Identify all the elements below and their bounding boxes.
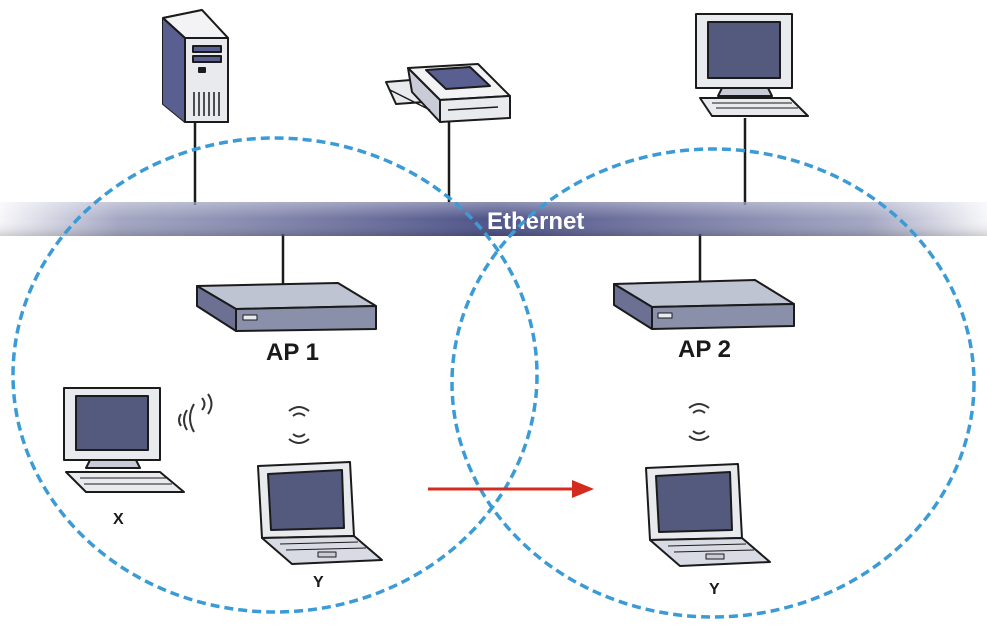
- network-desktop-icon: [695, 13, 809, 117]
- desktop-x-icon: [63, 387, 185, 493]
- laptop-y-ap1-wireless-icon: [288, 406, 310, 444]
- laptop-y-ap2-wireless-icon: [688, 403, 710, 441]
- client-x-label: X: [113, 511, 124, 528]
- ap1-label: AP 1: [266, 339, 319, 366]
- laptop-y-ap1-icon: [257, 461, 383, 565]
- desktop-x-wireless-icon: [178, 393, 213, 433]
- ap2-label: AP 2: [678, 336, 731, 363]
- access-point-1-icon: [196, 282, 377, 332]
- access-point-2-icon: [613, 279, 795, 330]
- uplink-lines: [193, 118, 747, 285]
- client-y-ap2-label: Y: [709, 581, 720, 598]
- ap2-coverage-circle: [450, 147, 976, 619]
- coverage-areas: [11, 136, 976, 619]
- client-y-ap1-label: Y: [313, 574, 324, 591]
- printer-icon: [385, 63, 511, 123]
- roaming-arrow: [428, 480, 594, 498]
- laptop-y-ap2-icon: [645, 463, 771, 567]
- server-icon: [162, 9, 229, 123]
- ethernet-backbone: Ethernet: [0, 202, 987, 236]
- ap1-coverage-circle: [11, 136, 539, 614]
